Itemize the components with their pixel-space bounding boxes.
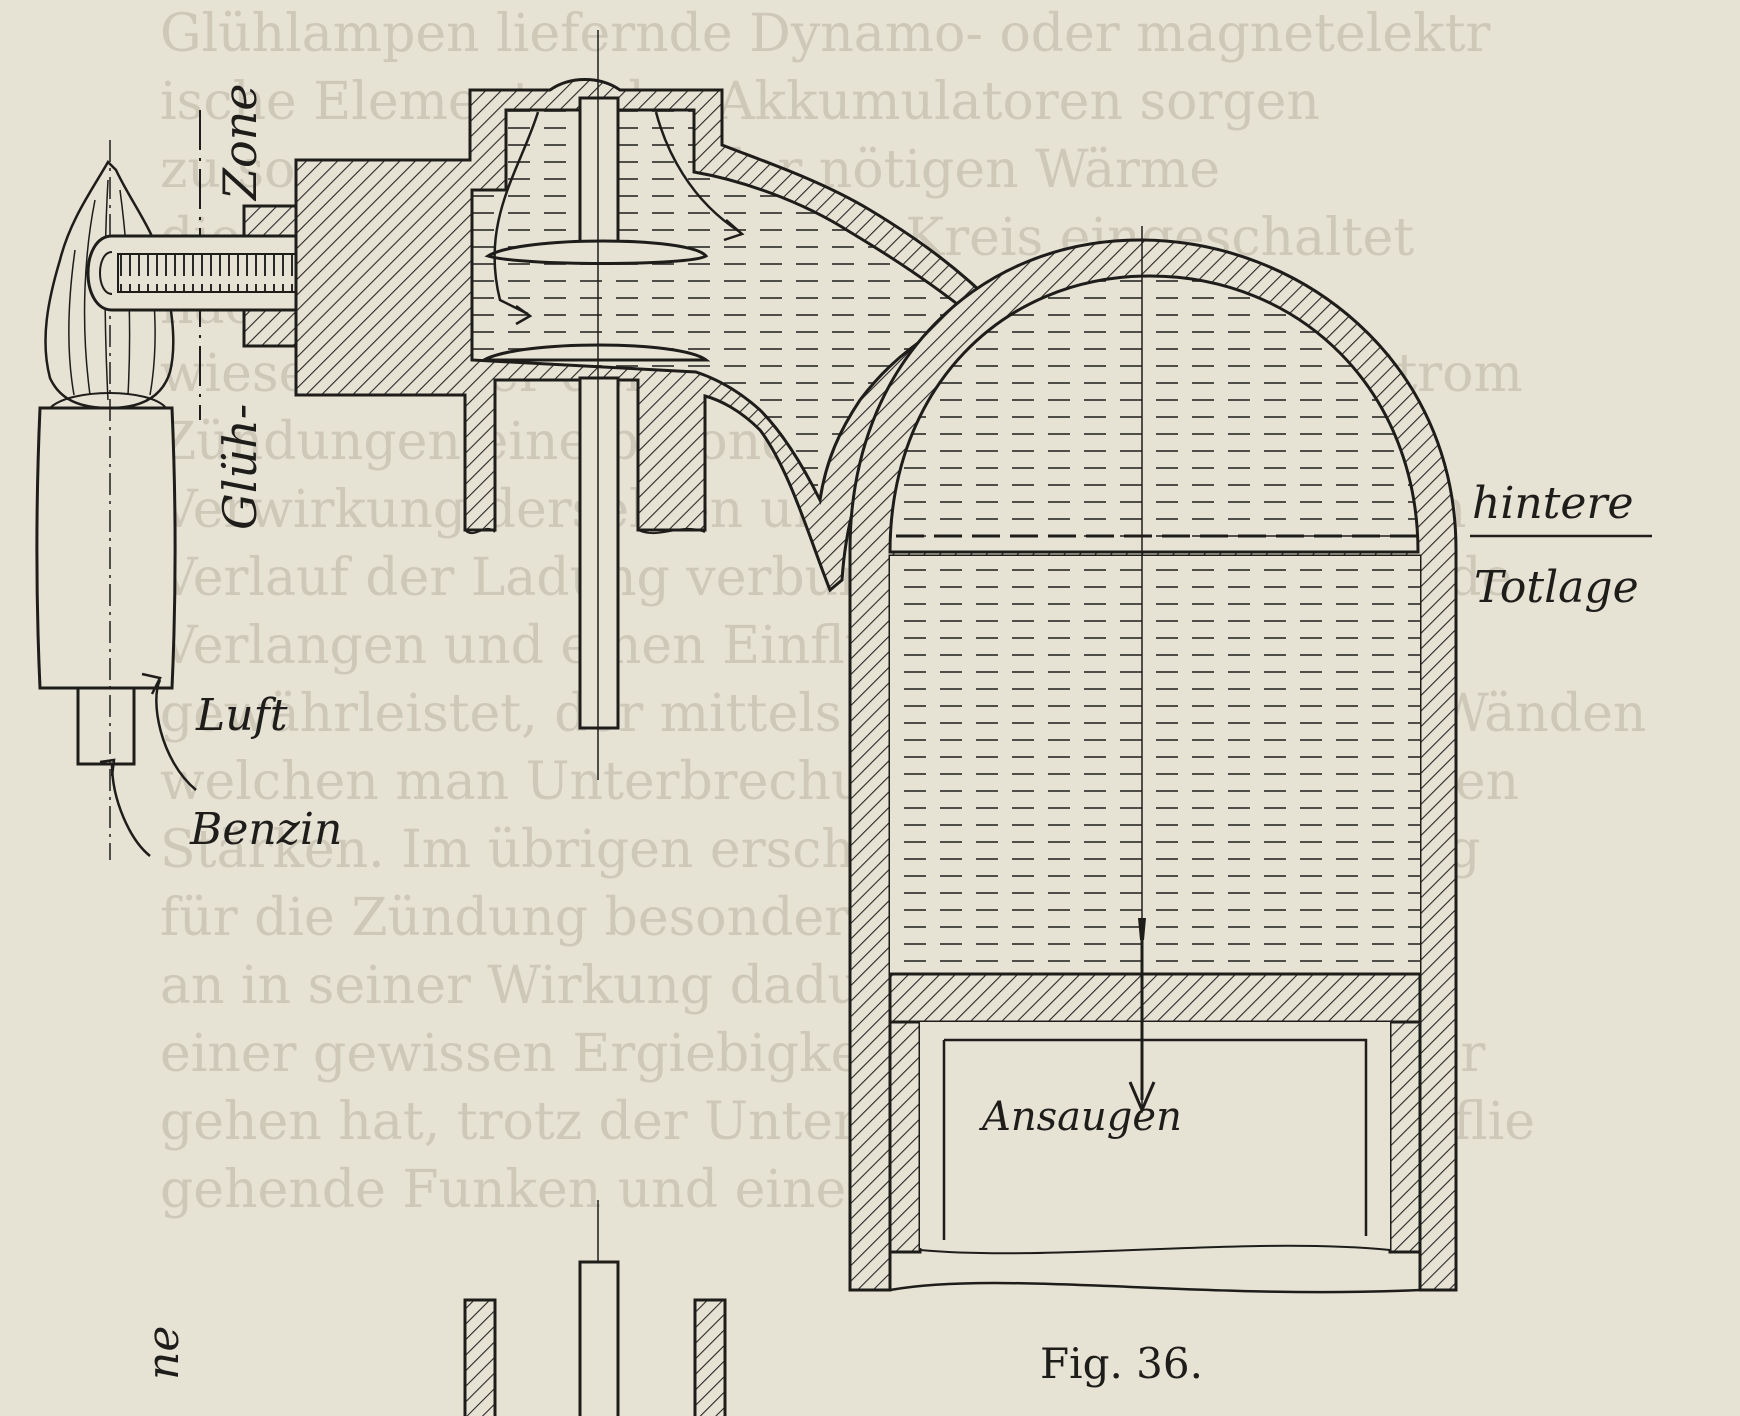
label-ansaugen: Ansaugen [978,1094,1182,1140]
bleed-through-line: ische Elemente oder Akkumulatoren sorgen [160,72,1320,132]
label-gluh: Glüh- [213,404,267,530]
bleed-through-line: Glühlampen liefernde Dynamo- oder magnet… [160,4,1491,64]
valve-head-casting [294,78,1024,730]
benzin-arrow [110,763,151,857]
label-zone-fragment: ne [138,1326,189,1380]
label-totlage: Totlage [1474,562,1639,613]
label-luft: Luft [195,690,288,741]
burner-body [35,406,177,690]
figure-caption: Fig. 36. [1040,1339,1203,1388]
cylinder [848,238,1458,1294]
intake-arrow-icon [1128,918,1156,1114]
label-benzin: Benzin [189,804,342,855]
label-hintere: hintere [1472,478,1634,529]
glow-tube-burner [35,159,197,857]
label-zone: Zone [213,83,267,202]
air-arrow [155,679,197,791]
flow-arrows [493,111,745,326]
lower-fragment [463,1200,727,1416]
